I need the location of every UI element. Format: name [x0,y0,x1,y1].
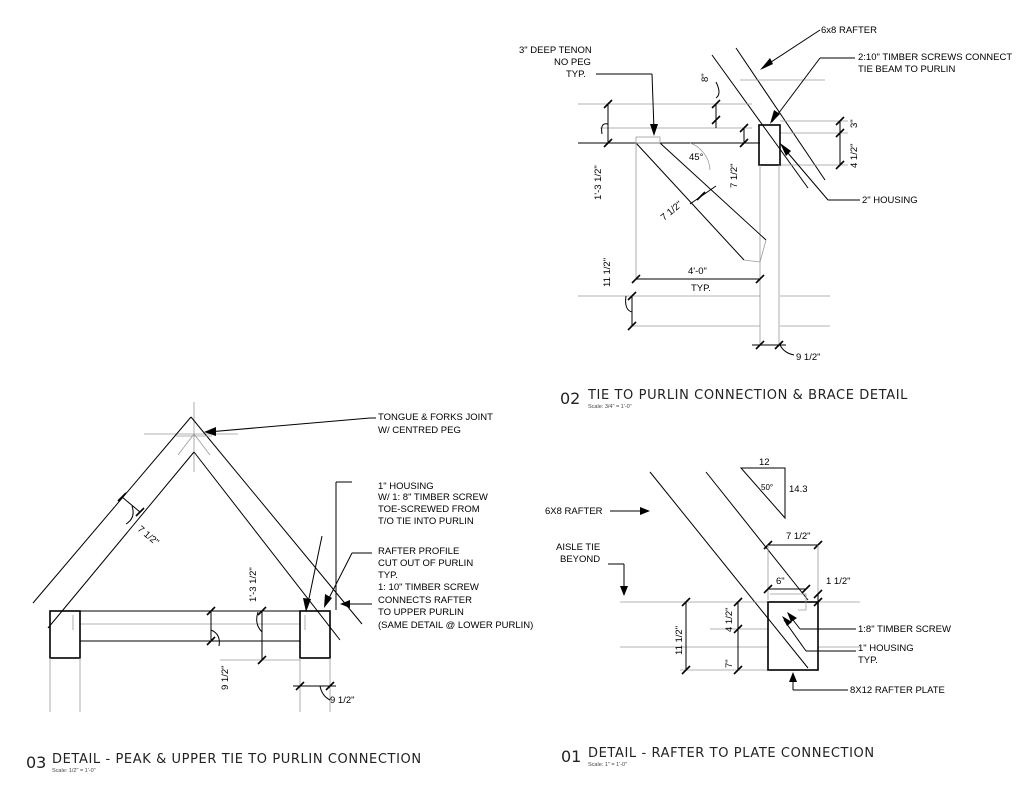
label-housing-3: TOE-SCREWED FROM [378,504,480,515]
dim-4half-label: 4 1/2" [724,607,735,632]
detail-03-scale: Scale: 1/2" = 1'-0" [52,768,96,774]
dim-13half-label: 1'-3 1/2" [248,567,259,602]
detail-02-title: TIE TO PURLIN CONNECTION & BRACE DETAIL [587,388,908,403]
rafter-edge-b [735,47,826,181]
dim-9half-label: 9 1/2" [796,352,821,363]
typ-label: TYP. [691,283,711,294]
dim-7half-v-label: 7 1/2" [729,163,740,188]
dim-13half-label: 1'-3 1/2" [593,165,604,200]
left-rafter-inner [47,451,195,629]
detail-03-number: 03 [26,753,46,772]
label-screws-2: TIE BEAM TO PURLIN [858,64,955,75]
label-tenon-3: TYP. [566,69,586,80]
right-rafter-inner [193,451,341,641]
label-aisle-2: BEYOND [560,554,600,565]
label-profile-6: TO UPPER PURLIN [378,607,464,618]
leader-housing [306,535,323,609]
brace-edge-b [659,142,767,241]
label-profile-5: CONNECTS RAFTER [378,595,472,606]
detail-01-title: DETAIL - RAFTER TO PLATE CONNECTION [588,746,875,761]
rafter-plate-section [767,601,819,671]
dim-1half-label: 1 1/2" [826,576,851,587]
brace-edge-a [635,142,745,261]
rafter-edge-a [649,471,809,669]
label-profile-3: TYP. [378,570,398,581]
purlin-left [49,610,81,659]
label-profile-2: CUT OUT OF PURLIN [378,558,473,569]
detail-03-title: DETAIL - PEAK & UPPER TIE TO PURLIN CONN… [52,752,422,767]
detail-02-tie-to-purlin: 1'-3 1/2" 8" 7 1/2" 3" 4 1/2" 45° 7 1/2"… [519,25,1012,410]
label-profile-4: 1: 10" TIMBER SCREW [378,582,479,593]
dim-8-label: 8" [700,73,711,82]
dim-6-label: 6" [776,576,785,587]
label-screws-1: 2:10" TIMBER SCREWS CONNECT [858,52,1012,63]
dim-4ft-label: 4'-0" [688,266,707,277]
label-housing-1: 1" HOUSING [378,481,434,492]
label-housing-2: TYP. [858,655,878,666]
label-housing-1: 1" HOUSING [858,643,914,654]
detail-01-number: 01 [561,747,581,766]
dim-45-label: 45° [689,152,704,163]
pitch-rise: 14.3 [789,484,808,495]
leader-tongue [207,417,371,433]
label-profile-7: (SAME DETAIL @ LOWER PURLIN) [378,620,533,631]
purlin-section [758,124,781,166]
pitch-run: 12 [759,457,770,468]
label-housing-4: T/O TIE INTO PURLIN [378,516,474,527]
dim-3-label: 3" [849,119,860,128]
dim-7-label: 7" [724,659,735,668]
label-tongue-2: W/ CENTRED PEG [378,425,461,436]
left-rafter-outer [32,416,192,604]
label-tongue-1: TONGUE & FORKS JOINT [378,412,493,423]
pitch-triangle [739,467,786,520]
label-tenon-1: 3" DEEP TENON [519,45,592,56]
dim-9half-v-label: 9 1/2" [220,665,231,690]
pitch-angle: 50° [761,483,773,492]
angle-arc [689,142,711,171]
leader-tenon [651,73,655,131]
brace-end [759,239,767,263]
dim-7half-label: 7 1/2" [786,531,811,542]
dim-4half-label: 4 1/2" [849,143,860,168]
label-housing: 2" HOUSING [862,195,918,206]
label-tenon-2: NO PEG [554,57,591,68]
detail-02-number: 02 [560,389,580,408]
dim-7half-line [121,496,141,513]
dim-11half-label: 11 1/2" [674,626,685,655]
detail-01-scale: Scale: 1" = 1'-0" [588,762,627,768]
leader-screws [771,57,821,123]
label-screw: 1:8" TIMBER SCREW [858,624,951,635]
rafter-edge-a [711,54,809,189]
detail-02-scale: Scale: 3/4" = 1'-0" [588,404,632,410]
label-6x8-rafter: 6X8 RAFTER [545,506,603,517]
purlin-right [299,610,331,659]
detail-03-peak-tie-purlin: 7 1/2" 9 1/2" 1'-3 1/2" 9 1/2" TONGUE & … [26,402,533,774]
label-housing-2: W/ 1: 8" TIMBER SCREW [378,492,488,503]
leader-housing [781,145,829,201]
dim-11half-label: 11 1/2" [602,258,613,287]
detail-01-rafter-to-plate: 12 14.3 50° 7 1/2" 6" 1 1/2" [545,457,951,768]
label-6x8-rafter: 6x8 RAFTER [821,25,877,36]
brace-end-b [743,259,761,263]
dim-9half-h-label: 9 1/2" [330,695,355,706]
label-plate: 8X12 RAFTER PLATE [850,685,945,696]
dim-7half-label: 7 1/2" [135,524,161,548]
label-aisle-1: AISLE TIE [556,542,600,553]
label-profile-1: RAFTER PROFILE [378,546,459,557]
tenon [635,136,661,144]
dim-7half-diag-label: 7 1/2" [659,199,685,223]
rafter-edge-b [705,471,809,601]
leader-profile [325,552,353,605]
